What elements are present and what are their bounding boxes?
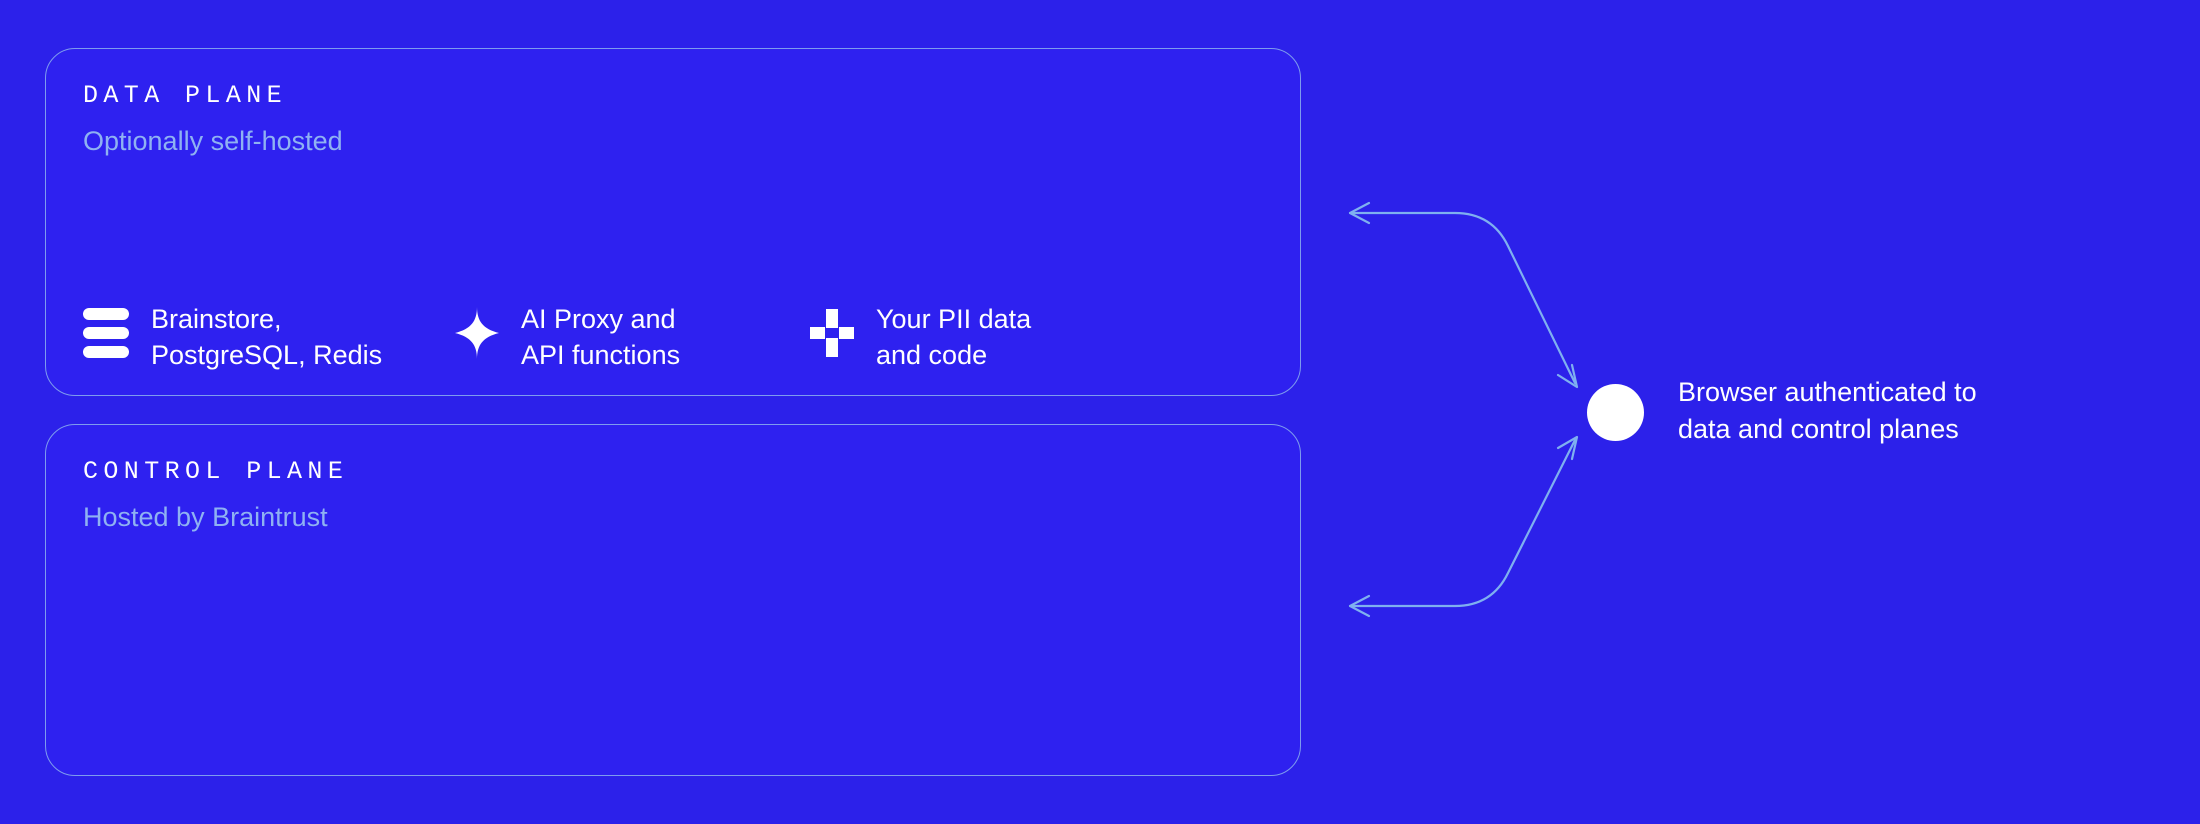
browser-node-label: Browser authenticated to data and contro… <box>1678 377 1977 444</box>
sparkle-star-icon <box>453 305 501 361</box>
data-plane-subheading: Optionally self-hosted <box>83 126 343 156</box>
feature-ai-proxy: AI Proxy and API functions <box>453 301 808 373</box>
plus-cross-icon <box>808 305 856 361</box>
browser-node-circle-icon <box>1587 384 1644 441</box>
control-plane-heading: CONTROL PLANE <box>83 457 349 486</box>
data-plane-heading: DATA PLANE <box>83 81 288 110</box>
control-plane-connector-arrowhead-left <box>1348 594 1371 618</box>
feature-pii-data-label: Your PII data and code <box>876 304 1032 370</box>
control-plane-subheading: Hosted by Braintrust <box>83 502 328 532</box>
control-plane-connector <box>1348 438 1577 608</box>
data-plane-card: DATA PLANE Optionally self-hosted Brains… <box>45 48 1301 396</box>
data-plane-connector-arrowhead-left <box>1348 201 1371 225</box>
control-plane-connector-arrowhead-up <box>1556 435 1579 461</box>
feature-brainstore: Brainstore, PostgreSQL, Redis <box>83 301 453 373</box>
feature-ai-proxy-label: AI Proxy and API functions <box>521 304 681 370</box>
data-plane-connector-arrowhead-right <box>1556 363 1579 389</box>
feature-brainstore-label: Brainstore, PostgreSQL, Redis <box>151 304 383 370</box>
database-stack-icon <box>83 305 131 361</box>
control-plane-card: CONTROL PLANE Hosted by Braintrust Auth … <box>45 424 1301 776</box>
feature-pii-data: Your PII data and code <box>808 301 1031 373</box>
data-plane-feature-list: Brainstore, PostgreSQL, Redis AI Proxy a… <box>83 301 1031 373</box>
data-plane-connector <box>1348 211 1577 385</box>
